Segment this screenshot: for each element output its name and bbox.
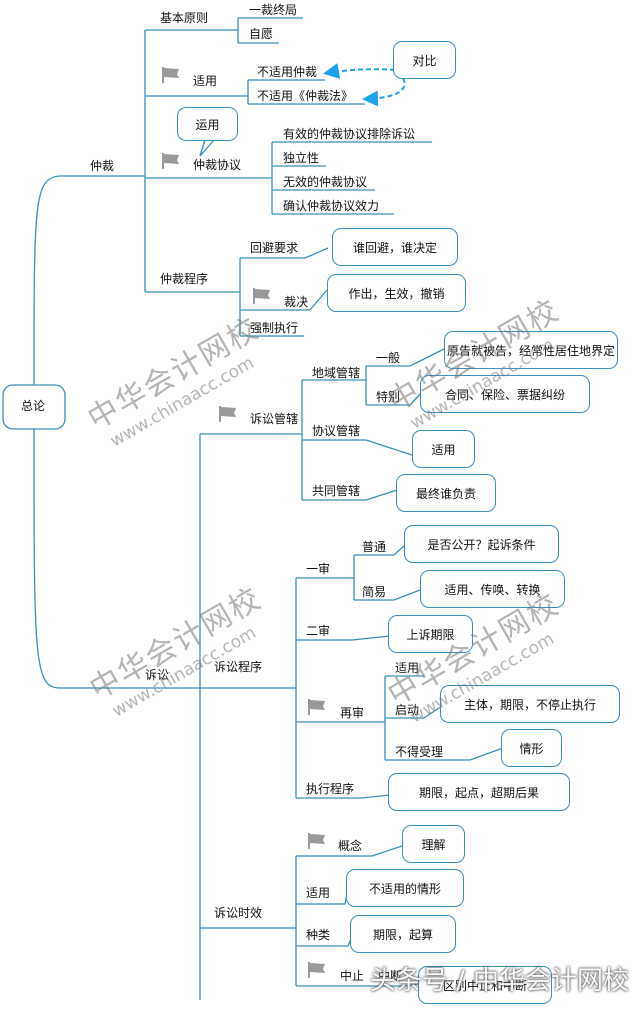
procedure-label: 诉讼程序: [214, 660, 263, 674]
limitation-apply-label: 适用: [306, 886, 331, 900]
simple-note: 适用、传唤、转换: [420, 570, 565, 608]
execution-label: 执行程序: [306, 782, 355, 796]
retrial-reject-note: 情形: [501, 729, 562, 767]
litigation-label: 诉讼: [145, 668, 170, 682]
agreed-note: 适用: [412, 430, 475, 468]
agreement-label: 仲裁协议: [193, 158, 242, 172]
ordinary-note: 是否公开？起诉条件: [404, 525, 559, 563]
second-instance-label: 二审: [306, 624, 331, 638]
retrial-reject-label: 不得受理: [395, 745, 444, 759]
joint-label: 共同管辖: [312, 484, 361, 498]
apply-item-not-arbitration-law: 不适用《仲裁法》: [257, 89, 354, 103]
agreement-item-exclude: 有效的仲裁协议排除诉讼: [283, 127, 416, 141]
flag-icon: [253, 288, 270, 304]
special-note: 合同、保险、票据纠纷: [420, 375, 590, 413]
ordinary-label: 普通: [362, 540, 387, 554]
basic-principle-label: 基本原则: [160, 11, 209, 25]
apply-item-not-arbitration: 不适用仲裁: [257, 65, 318, 79]
simple-label: 简易: [362, 585, 387, 599]
flag-icon: [308, 962, 325, 978]
suspend-note: 区别中止和中断: [418, 966, 552, 1004]
avoid-note: 谁回避，谁决定: [332, 228, 458, 266]
enforce-label: 强制执行: [250, 321, 299, 335]
agreement-item-confirm: 确认仲裁协议效力: [283, 199, 380, 213]
flag-icon: [308, 699, 325, 715]
avoid-label: 回避要求: [250, 241, 299, 255]
flag-icon: [162, 67, 179, 83]
ruling-label: 裁决: [284, 295, 309, 309]
arbitration-procedure-label: 仲裁程序: [160, 272, 209, 286]
flag-icon: [308, 833, 325, 849]
territorial-label: 地域管辖: [312, 366, 361, 380]
second-note: 上诉期限: [388, 615, 473, 653]
apply-note-callout: 运用: [177, 107, 238, 141]
retrial-apply-label: 适用: [395, 661, 420, 675]
ruling-note: 作出，生效，撤销: [327, 274, 466, 312]
concept-note: 理解: [402, 825, 465, 863]
general-note: 原告就被告，经常性居住地界定: [444, 331, 618, 369]
principle-item-final: 一裁终局: [249, 3, 298, 17]
suspend-label: 中止: [340, 969, 365, 983]
joint-note: 最终谁负责: [396, 474, 496, 512]
limitation-label: 诉讼时效: [214, 906, 263, 920]
general-label: 一般: [376, 351, 401, 365]
flag-icon: [219, 406, 236, 422]
special-label: 特别: [376, 390, 401, 404]
retrial-label: 再审: [340, 706, 365, 720]
arbitration-label: 仲裁: [90, 159, 115, 173]
retrial-start-note: 主体，期限，不停止执行: [440, 685, 620, 723]
agreement-item-independence: 独立性: [283, 151, 320, 165]
agreed-label: 协议管辖: [312, 424, 361, 438]
principle-item-voluntary: 自愿: [249, 27, 274, 41]
root-label: 总论: [21, 399, 46, 413]
interrupt-label: 中断: [378, 969, 403, 983]
execution-note: 期限，起点，超期后果: [388, 773, 570, 811]
agreement-item-invalid: 无效的仲裁协议: [283, 175, 368, 189]
first-instance-label: 一审: [306, 562, 331, 576]
compare-note: 对比: [393, 41, 456, 79]
concept-label: 概念: [338, 839, 363, 853]
jurisdiction-label: 诉讼管辖: [250, 412, 299, 426]
retrial-start-label: 启动: [395, 703, 420, 717]
flag-icon: [162, 153, 179, 169]
kinds-note: 期限，起算: [350, 915, 456, 953]
footer-watermark: 头条号 / 中华会计网校: [369, 966, 629, 996]
limitation-apply-note: 不适用的情形: [346, 869, 464, 907]
apply-label: 适用: [193, 74, 218, 88]
kinds-label: 种类: [306, 928, 331, 942]
